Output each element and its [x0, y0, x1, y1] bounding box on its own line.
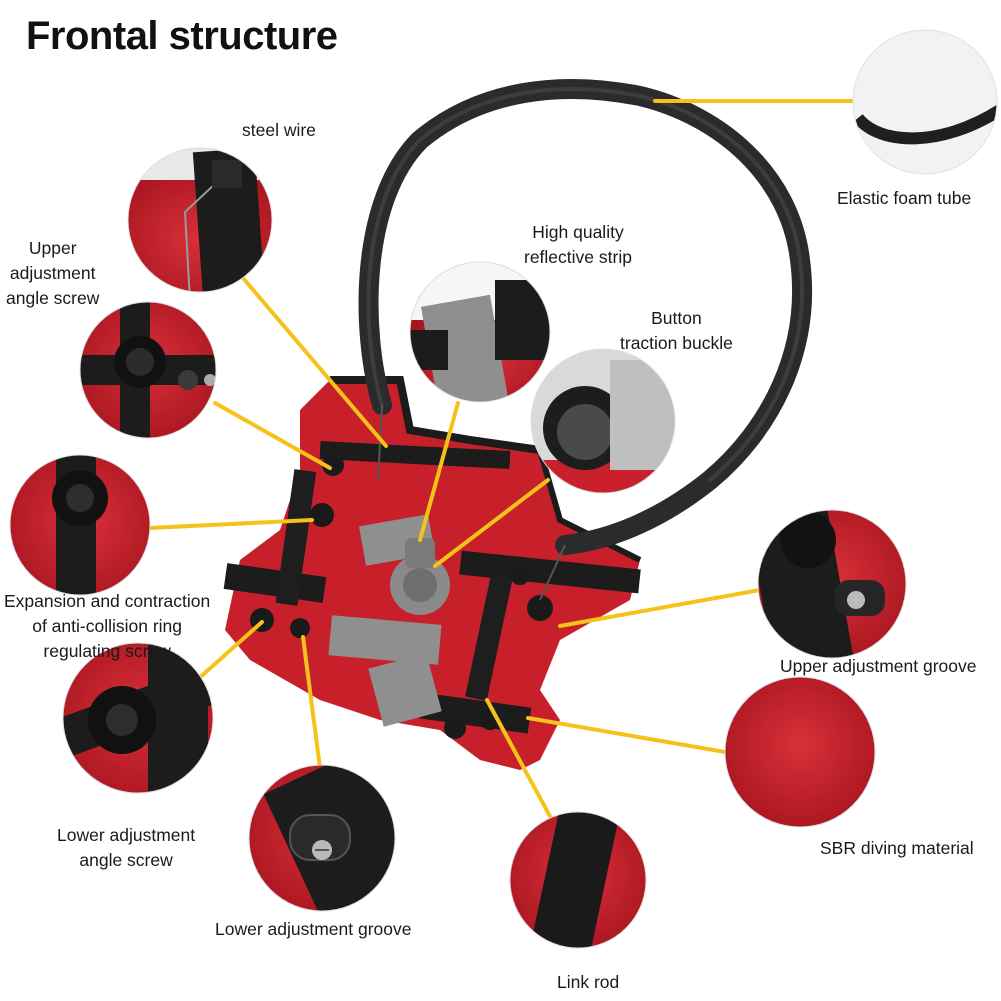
label-steel-wire: steel wire: [242, 120, 316, 140]
label-reflective-strip: High quality reflective strip: [524, 222, 632, 267]
screw-groove-detail-icon: [249, 765, 395, 911]
knob-screw-detail-icon: [10, 455, 150, 595]
label-button-buckle: Button traction buckle: [620, 308, 733, 353]
label-link-rod: Link rod: [557, 972, 620, 992]
label-lower-angle-screw: Lower adjustment angle screw: [57, 825, 196, 870]
fabric-detail-icon: [725, 677, 875, 827]
neck-brace-product: [223, 79, 813, 770]
knob-screw-detail-icon: [63, 643, 213, 793]
foam-tube-detail-icon: [853, 30, 997, 174]
buckle-detail-icon: [531, 349, 675, 493]
steel-wire-detail-icon: [128, 148, 272, 292]
label-upper-angle-screw: Upper adjustment angle screw: [6, 238, 100, 308]
label-expansion-screw: Expansion and contraction of anti-collis…: [4, 591, 211, 661]
label-sbr-material: SBR diving material: [820, 838, 974, 858]
fabric-detail-icon: [510, 812, 646, 948]
page-title: Frontal structure: [26, 14, 338, 58]
knob-screw-detail-icon: [80, 302, 216, 438]
screw-groove-detail-icon: [758, 510, 906, 658]
label-elastic-foam-tube: Elastic foam tube: [837, 188, 972, 208]
label-lower-groove: Lower adjustment groove: [215, 919, 412, 939]
label-upper-groove: Upper adjustment groove: [780, 656, 977, 676]
